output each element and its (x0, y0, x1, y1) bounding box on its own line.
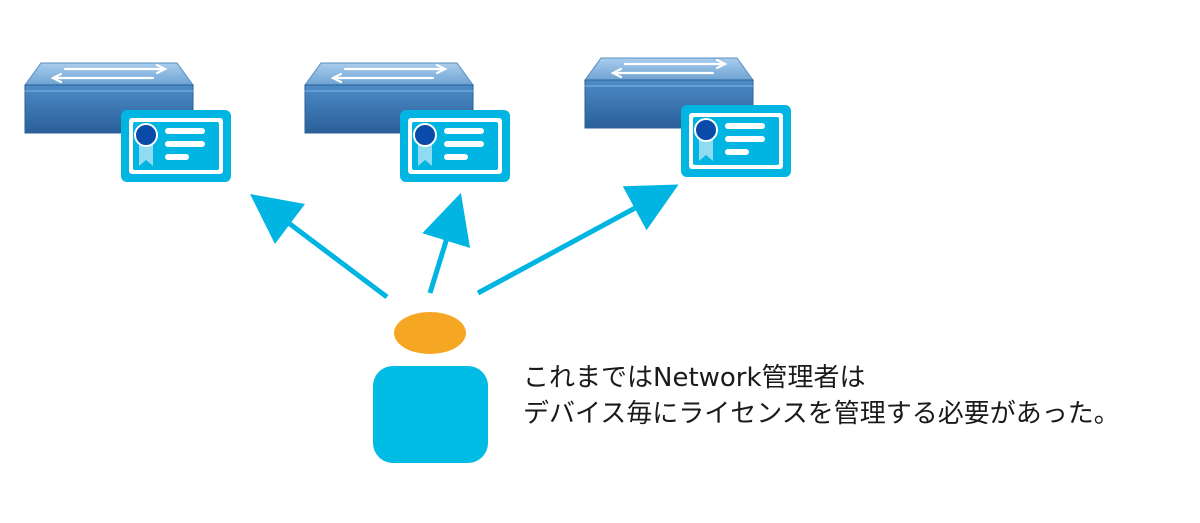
license-certificate-icon (399, 109, 511, 183)
switch-2 (303, 61, 511, 183)
switch-1 (23, 61, 232, 183)
management-arrows (250, 184, 679, 299)
person-head (394, 312, 466, 354)
switch-3 (583, 56, 792, 178)
caption-line-1: これまではNetwork管理者は (523, 363, 866, 393)
diagram-caption: これまではNetwork管理者は デバイス毎にライセンスを管理する必要があった。 (523, 360, 1183, 432)
caption-line-2: デバイス毎にライセンスを管理する必要があった。 (523, 399, 1120, 429)
person-icon (373, 312, 488, 463)
arrow-to-switch-1 (250, 193, 389, 299)
person-body (373, 366, 488, 463)
arrow-to-switch-3 (476, 184, 679, 296)
license-certificate-icon (680, 104, 792, 178)
license-certificate-icon (120, 109, 232, 183)
arrow-to-switch-2 (422, 192, 471, 294)
